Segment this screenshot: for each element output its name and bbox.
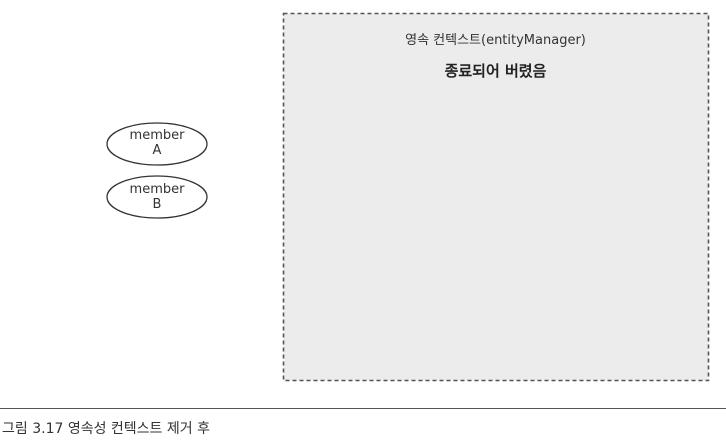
caption-divider [0,408,726,409]
entity-b-ellipse [106,175,208,219]
entity-a-name: member [129,128,185,143]
entity-b-name: member [129,182,185,197]
entity-a-ellipse [106,122,208,166]
entity-b-label: member B [107,182,207,212]
entity-b-id: B [152,197,162,212]
persistence-context-box [282,12,710,382]
figure-caption: 그림 3.17 영속성 컨텍스트 제거 후 [2,421,210,437]
entity-a-label: member A [107,128,207,158]
persistence-context-status: 종료되어 버렸음 [444,62,547,80]
persistence-context-title: 영속 컨텍스트(entityManager) [405,33,586,48]
entity-a-id: A [152,143,162,158]
